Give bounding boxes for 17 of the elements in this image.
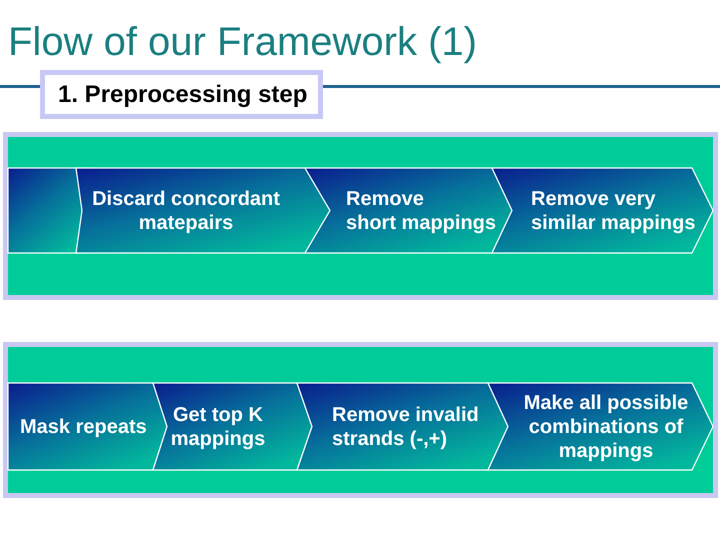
chevron-step xyxy=(8,383,167,470)
section-heading: 1. Preprocessing step xyxy=(58,80,308,108)
step-label: Make all possible combinations of mappings xyxy=(524,390,688,462)
step-label: Remove very similar mappings xyxy=(531,186,696,234)
step-panel xyxy=(3,342,718,498)
step-label: Mask repeats xyxy=(20,414,147,438)
step-panel xyxy=(3,132,718,300)
chevron-step xyxy=(297,383,508,470)
step-label: Get top K mappings xyxy=(170,402,266,450)
step-label: Discard concordant matepairs xyxy=(92,186,280,234)
chevron-step xyxy=(488,383,713,470)
chevron-step xyxy=(76,168,330,253)
chevron-step xyxy=(153,383,312,470)
step-label: Remove short mappings xyxy=(346,186,496,234)
heading-box xyxy=(40,70,323,119)
slide-title: Flow of our Framework (1) xyxy=(8,20,477,64)
step-label: Remove invalid strands (-,+) xyxy=(332,402,479,450)
